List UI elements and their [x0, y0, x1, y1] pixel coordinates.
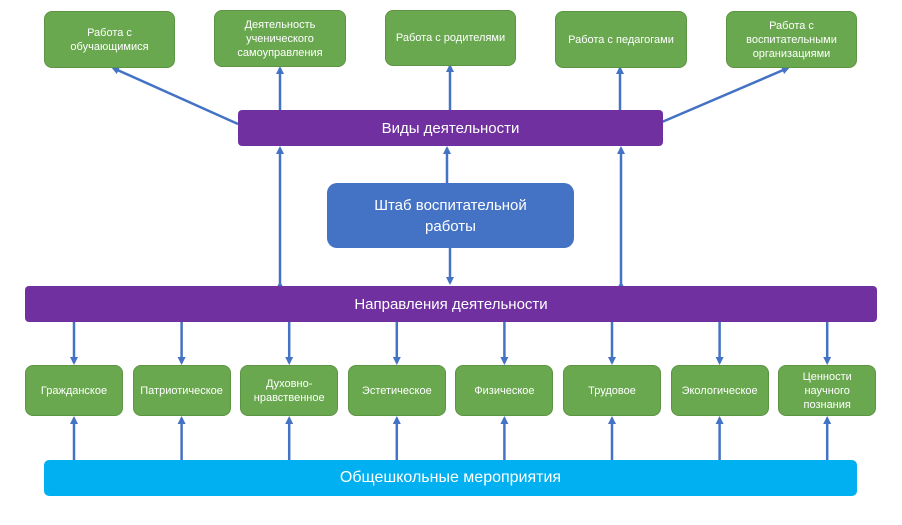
- direction-box: Патриотическое: [132, 365, 231, 416]
- direction-box: Ценности научного познания: [778, 365, 877, 416]
- direction-box: Экологическое: [670, 365, 769, 416]
- activity-box-teachers: Работа с педагогами: [555, 11, 687, 68]
- direction-label: Гражданское: [40, 384, 108, 397]
- direction-label: Эстетическое: [361, 384, 432, 397]
- activity-types-title: Виды деятельности: [381, 119, 520, 137]
- directions-bar: Направления деятельности: [25, 286, 877, 322]
- direction-box: Трудовое: [563, 365, 661, 416]
- activity-box-organizations: Работа с воспитательными организациями: [726, 11, 857, 68]
- direction-box: Духовно-нравственное: [240, 365, 339, 416]
- direction-box: Эстетическое: [347, 365, 446, 416]
- activity-label: Работа с педагогами: [568, 33, 674, 46]
- activity-box-students: Работа с обучающимися: [44, 11, 175, 68]
- direction-label: Экологическое: [681, 384, 758, 397]
- activity-types-bar: Виды деятельности: [238, 110, 663, 146]
- direction-label: Духовно-нравственное: [253, 377, 325, 404]
- direction-label: Патриотическое: [140, 384, 223, 397]
- direction-label: Трудовое: [588, 384, 636, 397]
- direction-box: Физическое: [455, 365, 554, 416]
- headquarters-box: Штаб воспитательной работы: [327, 183, 574, 248]
- activity-box-self-government: Деятельность ученического самоуправления: [214, 10, 346, 67]
- activity-label: Работа с воспитательными организациями: [746, 19, 837, 60]
- direction-label: Ценности научного познания: [802, 370, 852, 411]
- arrow-to-organizations: [661, 66, 790, 124]
- events-bar: Общешкольные мероприятия: [44, 460, 857, 496]
- direction-box: Гражданское: [25, 365, 123, 416]
- activity-label: Деятельность ученического самоуправления: [237, 18, 323, 59]
- headquarters-label: Штаб воспитательной работы: [374, 196, 527, 235]
- direction-label: Физическое: [474, 384, 535, 397]
- activity-label: Работа с обучающимися: [70, 26, 149, 53]
- activity-box-parents: Работа с родителями: [385, 10, 516, 66]
- directions-title: Направления деятельности: [354, 295, 548, 313]
- arrow-to-students: [111, 66, 239, 126]
- activity-label: Работа с родителями: [395, 32, 506, 44]
- events-title: Общешкольные мероприятия: [339, 469, 562, 486]
